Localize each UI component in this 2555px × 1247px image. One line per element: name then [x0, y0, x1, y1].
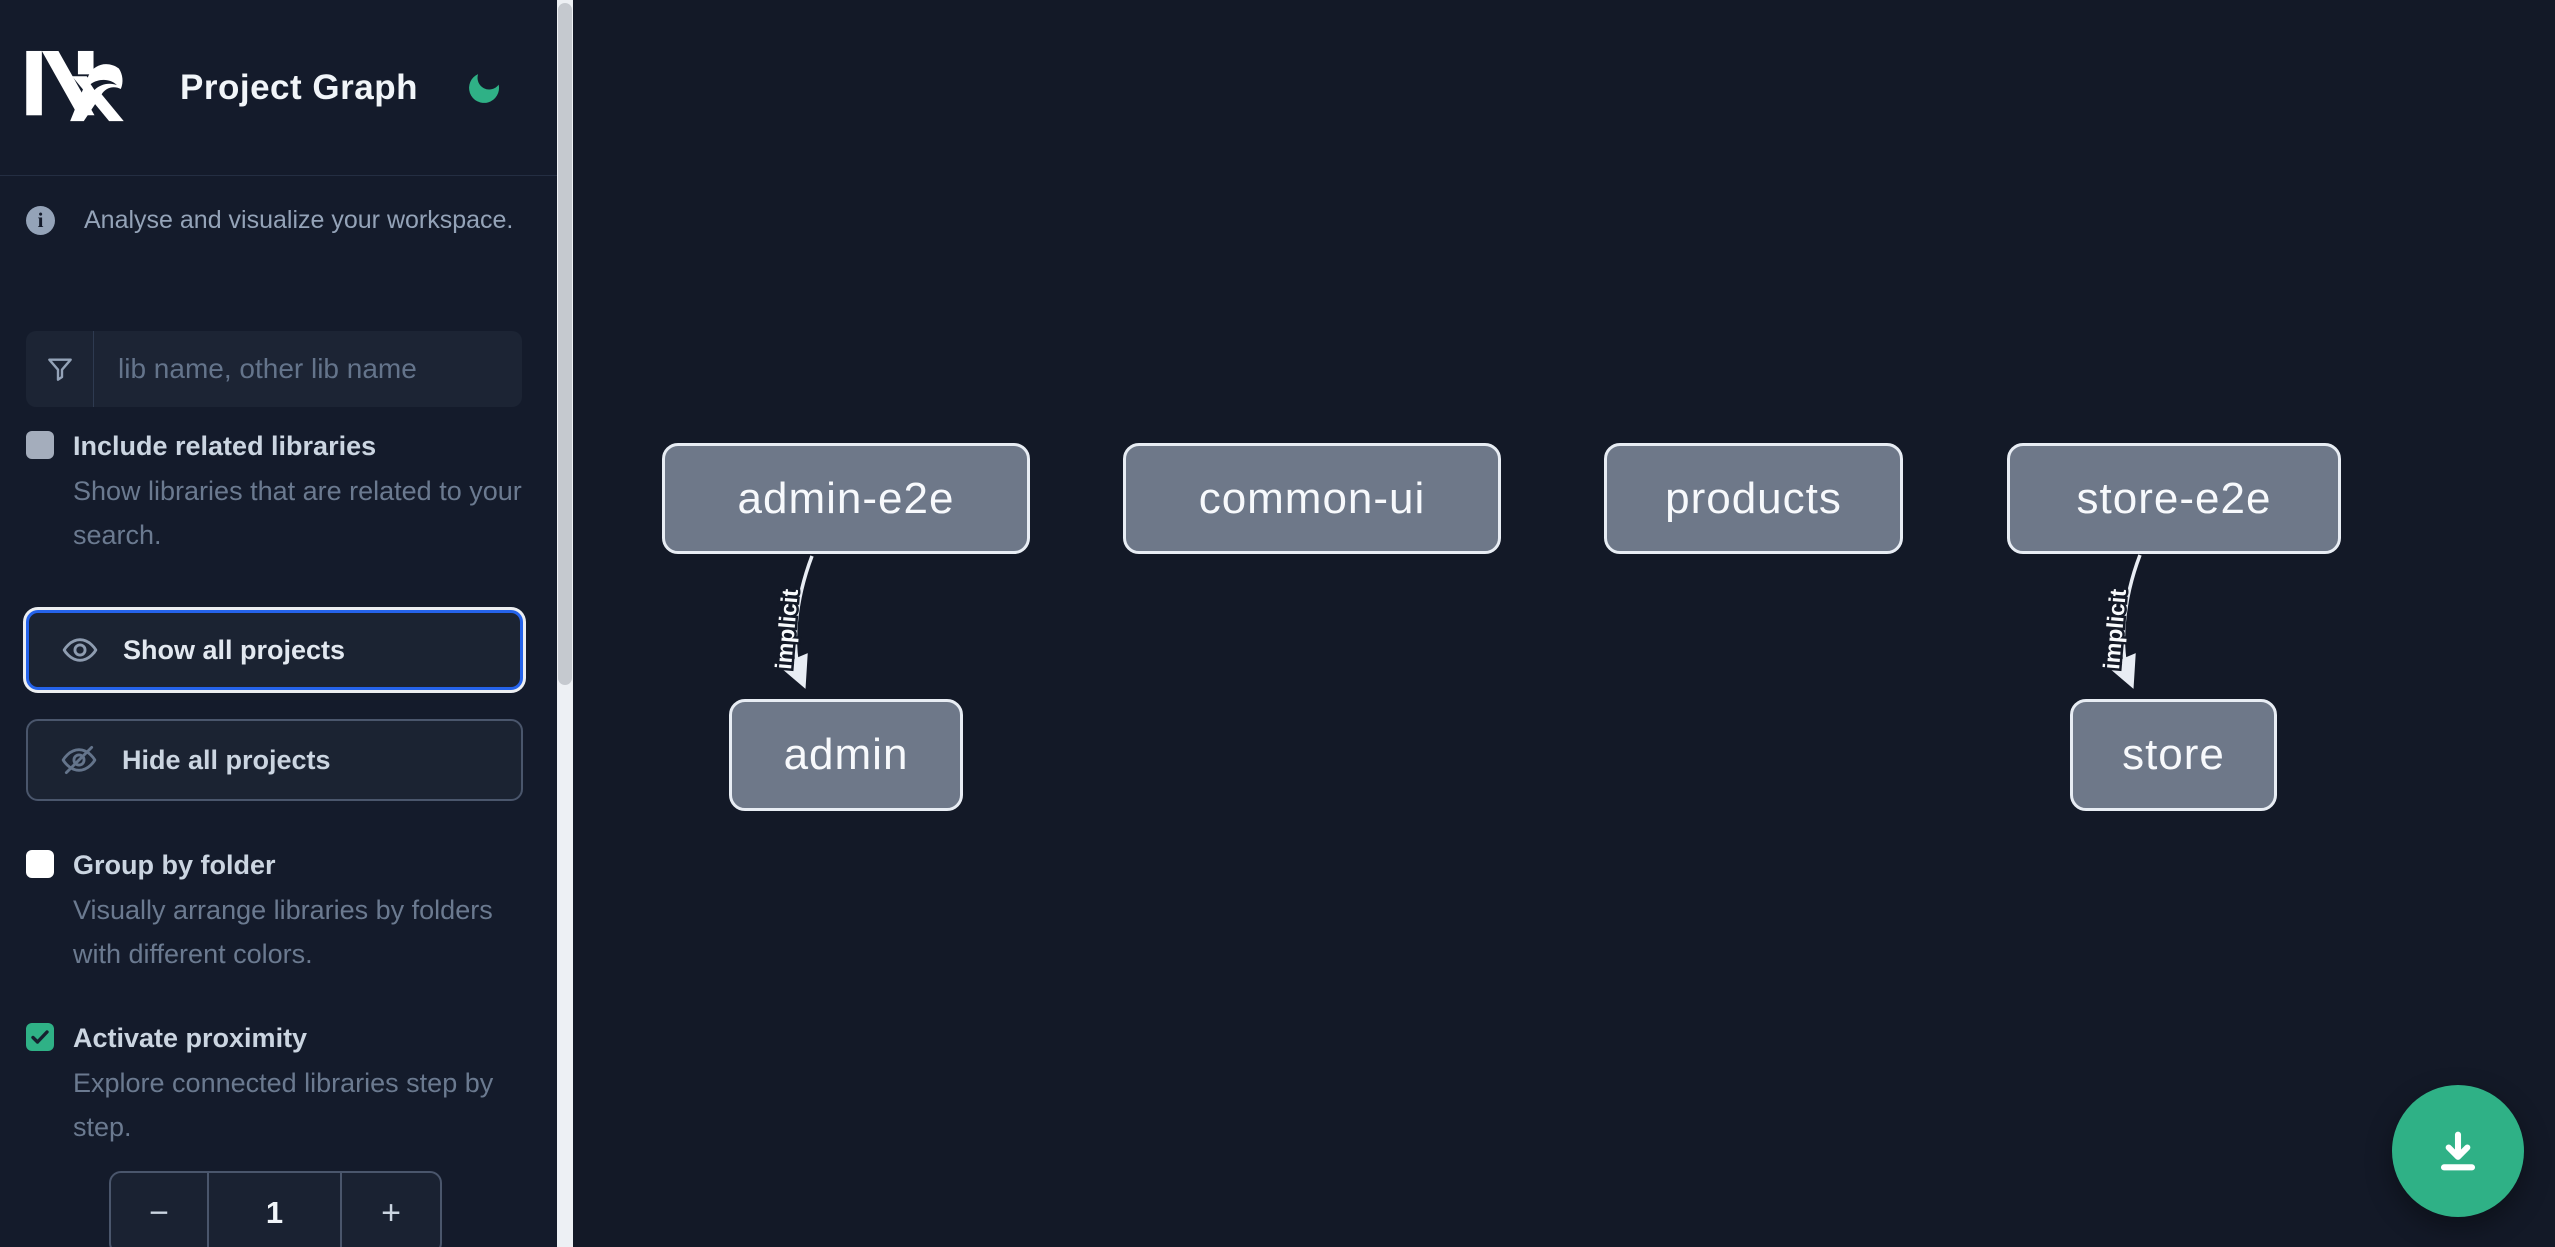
info-icon: i — [26, 206, 55, 235]
search-input[interactable] — [94, 331, 522, 407]
depth-decrement-button[interactable]: − — [111, 1173, 207, 1247]
graph-edges-layer: implicit implicit — [768, 554, 2142, 689]
activate-proximity-checkbox[interactable] — [26, 1023, 54, 1051]
show-all-projects-button[interactable]: Show all projects — [26, 610, 523, 690]
sidebar-scrollbar-thumb[interactable] — [558, 3, 572, 685]
hide-all-projects-button[interactable]: Hide all projects — [26, 719, 523, 801]
download-graph-button[interactable] — [2392, 1085, 2524, 1217]
group-by-folder-label: Group by folder — [73, 850, 276, 880]
depth-value: 1 — [207, 1173, 342, 1247]
graph-node-admin-e2e[interactable]: admin-e2e — [662, 443, 1030, 554]
sidebar-body: i Analyse and visualize your workspace. … — [0, 176, 557, 1247]
proximity-depth-stepper: − 1 + — [109, 1171, 442, 1247]
depth-increment-button[interactable]: + — [342, 1173, 440, 1247]
page-title: Project Graph — [180, 67, 418, 107]
edge-admin-e2e-to-admin[interactable] — [778, 555, 814, 689]
include-related-toggle: Include related libraries Show libraries… — [26, 429, 522, 557]
moon-icon — [462, 68, 506, 108]
search-box — [26, 331, 522, 407]
activate-proximity-label: Activate proximity — [73, 1023, 308, 1053]
include-related-description: Show libraries that are related to your … — [73, 476, 522, 550]
include-related-label: Include related libraries — [73, 431, 377, 461]
group-by-folder-description: Visually arrange libraries by folders wi… — [73, 895, 493, 969]
nx-logo — [26, 49, 124, 127]
sidebar-scrollbar-track[interactable] — [557, 0, 573, 1247]
theme-toggle-button[interactable] — [462, 66, 506, 110]
graph-node-store-e2e[interactable]: store-e2e — [2007, 443, 2341, 554]
show-all-projects-label: Show all projects — [123, 634, 346, 665]
graph-canvas[interactable]: implicit implicit admin-e2e common-ui pr… — [573, 0, 2555, 1247]
include-related-checkbox[interactable] — [26, 431, 54, 459]
group-by-folder-checkbox[interactable] — [26, 850, 54, 878]
graph-node-common-ui[interactable]: common-ui — [1123, 443, 1501, 554]
edge-store-e2e-to-store[interactable] — [2106, 554, 2142, 689]
eye-off-icon — [60, 741, 98, 779]
filter-funnel-icon — [26, 331, 94, 407]
tagline-text: Analyse and visualize your workspace. — [84, 206, 514, 234]
check-icon — [28, 1025, 52, 1049]
sidebar: Project Graph i Analyse and visualize yo… — [0, 0, 557, 1247]
activate-proximity-toggle: Activate proximity Explore connected lib… — [26, 1021, 522, 1149]
tagline-row: i Analyse and visualize your workspace. — [26, 206, 522, 235]
hide-all-projects-label: Hide all projects — [122, 744, 331, 775]
graph-node-store[interactable]: store — [2070, 699, 2277, 811]
sidebar-header: Project Graph — [0, 0, 557, 176]
graph-node-products[interactable]: products — [1604, 443, 1903, 554]
eye-icon — [61, 631, 99, 669]
group-by-folder-toggle: Group by folder Visually arrange librari… — [26, 848, 522, 976]
graph-node-admin[interactable]: admin — [729, 699, 963, 811]
activate-proximity-description: Explore connected libraries step by step… — [73, 1068, 494, 1142]
download-icon — [2430, 1123, 2486, 1179]
